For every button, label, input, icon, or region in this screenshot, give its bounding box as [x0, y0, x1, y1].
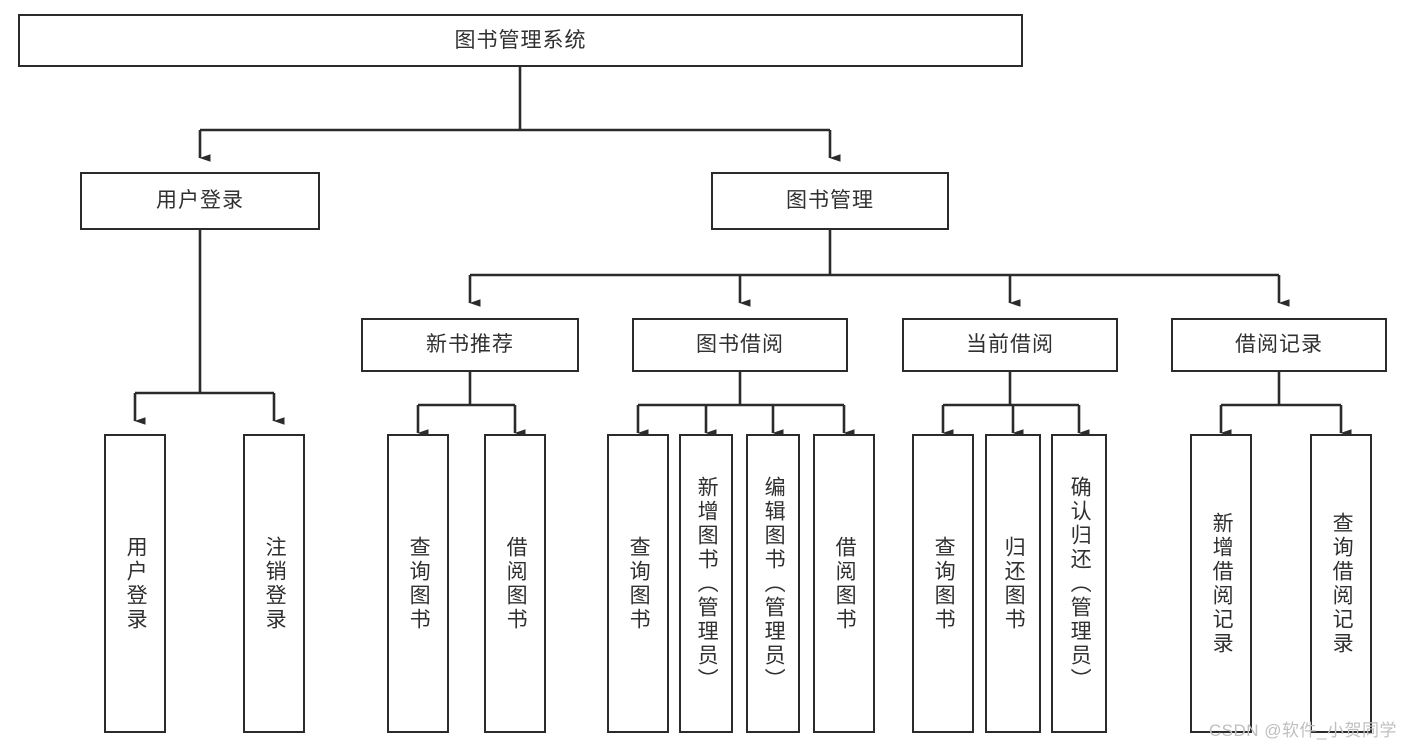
leaf-borrow-book-recommend[interactable]: 借阅图书: [484, 434, 546, 733]
leaf-add-borrow-record-label: 新增借阅记录: [1210, 511, 1234, 656]
watermark: CSDN @软件_小贺同学: [1208, 721, 1397, 740]
node-new-book-recommend-label: 新书推荐: [426, 333, 514, 357]
leaf-query-book-current[interactable]: 查询图书: [912, 434, 974, 733]
leaf-logout[interactable]: 注销登录: [243, 434, 305, 733]
leaf-query-book-recommend-label: 查询图书: [407, 535, 431, 632]
node-new-book-recommend[interactable]: 新书推荐: [361, 318, 579, 372]
node-borrow-record-label: 借阅记录: [1235, 333, 1323, 357]
node-borrow-record[interactable]: 借阅记录: [1171, 318, 1387, 372]
leaf-query-book-borrow-label: 查询图书: [627, 535, 651, 632]
leaf-edit-book[interactable]: 编辑图书（管理员）: [746, 434, 800, 733]
leaf-query-borrow-record-label: 查询借阅记录: [1330, 511, 1354, 656]
leaf-borrow-book-label: 借阅图书: [833, 535, 857, 632]
node-root[interactable]: 图书管理系统: [18, 14, 1023, 67]
leaf-query-book-recommend[interactable]: 查询图书: [387, 434, 449, 733]
node-book-borrow[interactable]: 图书借阅: [632, 318, 848, 372]
leaf-query-borrow-record[interactable]: 查询借阅记录: [1310, 434, 1372, 733]
leaf-borrow-book[interactable]: 借阅图书: [813, 434, 875, 733]
node-book-management-label: 图书管理: [786, 189, 874, 213]
node-user-login-label: 用户登录: [156, 189, 244, 213]
leaf-query-book-current-label: 查询图书: [932, 535, 956, 632]
leaf-add-borrow-record[interactable]: 新增借阅记录: [1190, 434, 1252, 733]
leaf-return-book[interactable]: 归还图书: [985, 434, 1041, 733]
leaf-confirm-return-label: 确认归还（管理员）: [1068, 475, 1092, 692]
node-current-borrow-label: 当前借阅: [966, 333, 1054, 357]
node-user-login[interactable]: 用户登录: [80, 172, 320, 230]
leaf-borrow-book-recommend-label: 借阅图书: [504, 535, 528, 632]
leaf-add-book-label: 新增图书（管理员）: [695, 475, 719, 692]
leaf-confirm-return[interactable]: 确认归还（管理员）: [1051, 434, 1107, 733]
node-book-management[interactable]: 图书管理: [711, 172, 949, 230]
leaf-query-book-borrow[interactable]: 查询图书: [607, 434, 669, 733]
leaf-add-book[interactable]: 新增图书（管理员）: [679, 434, 733, 733]
leaf-return-book-label: 归还图书: [1002, 535, 1026, 632]
node-book-borrow-label: 图书借阅: [696, 333, 784, 357]
node-current-borrow[interactable]: 当前借阅: [902, 318, 1118, 372]
leaf-logout-label: 注销登录: [263, 535, 287, 632]
leaf-user-login[interactable]: 用户登录: [104, 434, 166, 733]
leaf-user-login-label: 用户登录: [124, 535, 148, 632]
node-root-label: 图书管理系统: [454, 28, 587, 52]
leaf-edit-book-label: 编辑图书（管理员）: [762, 475, 786, 692]
